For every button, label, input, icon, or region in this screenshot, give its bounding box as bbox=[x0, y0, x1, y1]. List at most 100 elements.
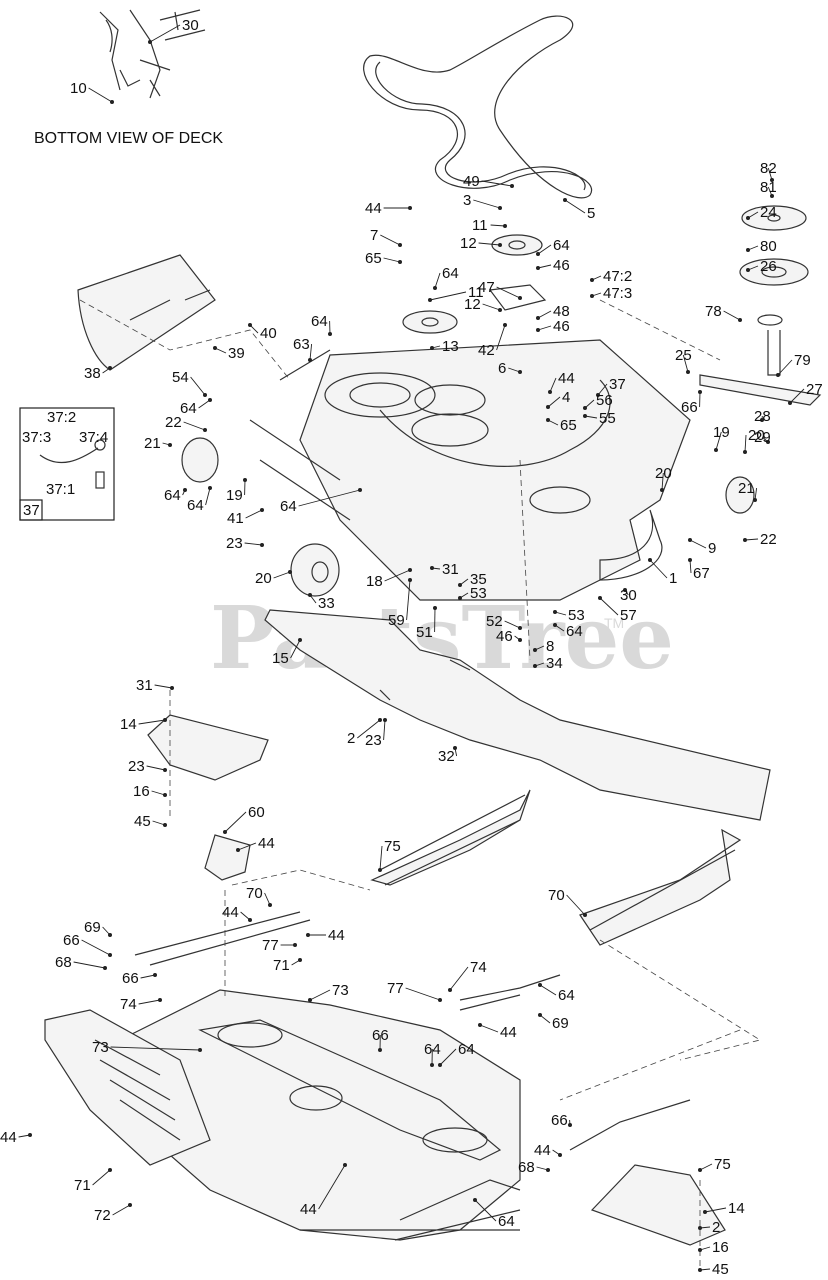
callout-number: 40 bbox=[260, 325, 277, 342]
callout-leader bbox=[744, 538, 759, 541]
watermark-tm: TM bbox=[604, 615, 624, 631]
callout-number: 53 bbox=[568, 607, 585, 624]
callout-number: 20 bbox=[255, 570, 272, 587]
callout-leader bbox=[154, 684, 173, 689]
callout-leader bbox=[273, 571, 291, 579]
callout-number: 65 bbox=[365, 250, 382, 267]
fastener-dot bbox=[546, 405, 550, 409]
callout-number: 48 bbox=[553, 303, 570, 320]
fastener-dot bbox=[448, 988, 452, 992]
callout-number: 60 bbox=[248, 804, 265, 821]
fastener-dot bbox=[503, 224, 507, 228]
bracket-75-top bbox=[204, 834, 251, 881]
callout-number: 56 bbox=[596, 392, 613, 409]
assembly-guide-lines bbox=[79, 299, 762, 1270]
callout-number: 82 bbox=[760, 160, 777, 177]
side-shroud-bottom bbox=[590, 1164, 726, 1246]
fastener-dot bbox=[703, 1210, 707, 1214]
callout-number: 47:2 bbox=[603, 268, 632, 285]
callout-number: 19 bbox=[713, 424, 730, 441]
fastener-dot bbox=[686, 370, 690, 374]
callout-number: 31 bbox=[136, 677, 153, 694]
fastener-dot bbox=[553, 610, 557, 614]
fastener-dot bbox=[738, 318, 742, 322]
callout-leader bbox=[508, 367, 521, 373]
callout-leader bbox=[309, 989, 331, 1001]
lower-deck bbox=[119, 989, 521, 1241]
callout-number: 14 bbox=[728, 1200, 745, 1217]
fastener-dot bbox=[148, 40, 152, 44]
caster-wheels bbox=[181, 437, 755, 597]
fastener-dot bbox=[598, 596, 602, 600]
fastener-dot bbox=[536, 316, 540, 320]
fastener-dot bbox=[108, 1168, 112, 1172]
fastener-dot bbox=[203, 428, 207, 432]
fastener-dot bbox=[306, 933, 310, 937]
callout-leader bbox=[245, 509, 263, 519]
fastener-dot bbox=[698, 390, 702, 394]
fastener-dot bbox=[430, 566, 434, 570]
fastener-dot bbox=[213, 346, 217, 350]
callout-number: 66 bbox=[681, 399, 698, 416]
callout-number: 4 bbox=[562, 389, 570, 406]
callout-leader bbox=[384, 569, 411, 582]
fastener-dot bbox=[518, 296, 522, 300]
callout-number: 64 bbox=[164, 487, 181, 504]
baffle-70-left bbox=[370, 789, 531, 886]
fastener-dot bbox=[308, 358, 312, 362]
callout-number: 45 bbox=[134, 813, 151, 830]
callout-leader bbox=[689, 539, 707, 549]
callout-leader bbox=[767, 167, 773, 181]
callout-leader bbox=[597, 383, 608, 396]
callout-leader bbox=[357, 719, 381, 739]
callout-leader bbox=[474, 1199, 497, 1222]
fastener-dot bbox=[208, 486, 212, 490]
callout-number: 3 bbox=[463, 192, 471, 209]
callout-number: 70 bbox=[548, 887, 565, 904]
callout-number: 70 bbox=[246, 885, 263, 902]
fastener-dot bbox=[163, 718, 167, 722]
callout-number: 31 bbox=[442, 561, 459, 578]
callout-leader bbox=[383, 719, 386, 741]
callout-number: 75 bbox=[714, 1156, 731, 1173]
callout-number: 14 bbox=[120, 716, 137, 733]
callout-number: 64 bbox=[458, 1041, 475, 1058]
callout-leader bbox=[92, 1169, 111, 1186]
callout-leader bbox=[496, 324, 506, 351]
front-grate bbox=[44, 1009, 211, 1166]
callout-leader bbox=[537, 244, 552, 255]
fastener-dot bbox=[128, 1203, 132, 1207]
fastener-dot bbox=[746, 216, 750, 220]
fastener-dot bbox=[698, 1226, 702, 1230]
callout-number: 45 bbox=[712, 1261, 729, 1278]
fastener-dot bbox=[438, 1063, 442, 1067]
fastener-dot bbox=[503, 323, 507, 327]
callout-leader bbox=[138, 999, 161, 1005]
pulley-stack-center bbox=[402, 234, 547, 334]
callout-number: 55 bbox=[599, 410, 616, 427]
callout-leader bbox=[237, 842, 257, 851]
callout-number: 73 bbox=[92, 1039, 109, 1056]
callout-leader bbox=[449, 966, 469, 991]
fastener-dot bbox=[308, 998, 312, 1002]
fastener-dot bbox=[458, 583, 462, 587]
callout-number: 78 bbox=[705, 303, 722, 320]
callout-leader bbox=[240, 911, 251, 921]
fastener-dot bbox=[753, 498, 757, 502]
fastener-dot bbox=[538, 983, 542, 987]
callout-leader bbox=[88, 87, 113, 103]
callout-leader bbox=[699, 1163, 713, 1171]
fastener-dot bbox=[788, 401, 792, 405]
callout-leader bbox=[183, 421, 206, 431]
fastener-dot bbox=[760, 418, 764, 422]
callout-number: 44 bbox=[222, 904, 239, 921]
fastener-dot bbox=[766, 440, 770, 444]
fastener-dot bbox=[298, 958, 302, 962]
callout-number: 39 bbox=[228, 345, 245, 362]
fastener-dot bbox=[223, 830, 227, 834]
callout-number: 42 bbox=[478, 342, 495, 359]
inset-callout-3: 37:4 bbox=[79, 429, 108, 446]
callout-number: 75 bbox=[384, 838, 401, 855]
